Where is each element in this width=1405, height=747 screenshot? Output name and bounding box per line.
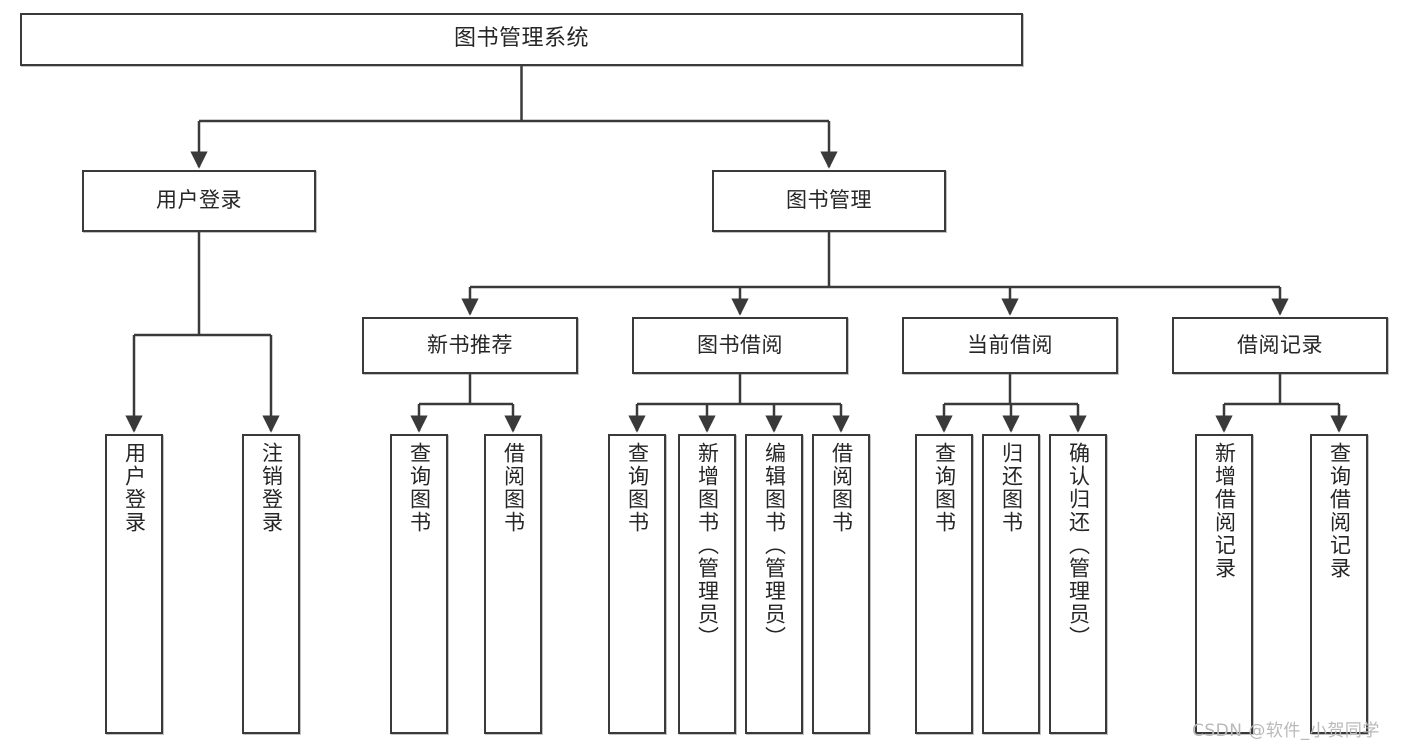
node-label: 确认归还（管理员）: [1066, 442, 1091, 649]
node-leaf-user-login[interactable]: 用户登录: [105, 434, 163, 734]
node-current-borrow[interactable]: 当前借阅: [902, 317, 1118, 374]
node-leaf-add-book[interactable]: 新增图书（管理员）: [678, 434, 736, 734]
node-leaf-query-book-2[interactable]: 查询图书: [608, 434, 666, 734]
node-leaf-edit-book[interactable]: 编辑图书（管理员）: [745, 434, 803, 734]
node-leaf-add-record[interactable]: 新增借阅记录: [1195, 434, 1253, 734]
node-leaf-return-book[interactable]: 归还图书: [982, 434, 1040, 734]
node-leaf-borrow-book-2[interactable]: 借阅图书: [812, 434, 870, 734]
node-label: 图书管理: [786, 188, 872, 213]
node-leaf-query-record[interactable]: 查询借阅记录: [1310, 434, 1368, 734]
node-leaf-logout[interactable]: 注销登录: [242, 434, 300, 734]
node-label: 用户登录: [156, 188, 242, 213]
node-label: 新增借阅记录: [1212, 442, 1237, 580]
node-label: 编辑图书（管理员）: [762, 442, 787, 649]
node-leaf-confirm-return[interactable]: 确认归还（管理员）: [1049, 434, 1107, 734]
node-label: 查询图书: [625, 442, 650, 534]
node-borrow-record[interactable]: 借阅记录: [1172, 317, 1388, 374]
node-label: 新书推荐: [427, 332, 513, 357]
node-user-login[interactable]: 用户登录: [82, 170, 316, 232]
node-label: 查询借阅记录: [1327, 442, 1352, 580]
node-label: 用户登录: [122, 442, 147, 534]
node-leaf-query-book-1[interactable]: 查询图书: [390, 434, 448, 734]
node-root[interactable]: 图书管理系统: [20, 13, 1023, 66]
csdn-watermark: CSDN @软件_小贺同学: [1192, 721, 1380, 741]
node-label: 归还图书: [999, 442, 1024, 534]
node-label: 新增图书（管理员）: [695, 442, 720, 649]
node-leaf-query-book-3[interactable]: 查询图书: [915, 434, 973, 734]
node-book-manage[interactable]: 图书管理: [712, 170, 946, 232]
node-label: 图书借阅: [697, 332, 783, 357]
node-label: 借阅图书: [829, 442, 854, 534]
node-label: 查询图书: [407, 442, 432, 534]
node-leaf-borrow-book-1[interactable]: 借阅图书: [484, 434, 542, 734]
node-book-borrow[interactable]: 图书借阅: [632, 317, 848, 374]
node-label: 借阅图书: [501, 442, 526, 534]
node-label: 查询图书: [932, 442, 957, 534]
node-label: 借阅记录: [1237, 332, 1323, 357]
node-label: 注销登录: [259, 442, 284, 534]
node-new-book-rec[interactable]: 新书推荐: [362, 317, 578, 374]
node-label: 图书管理系统: [453, 26, 589, 52]
node-label: 当前借阅: [967, 332, 1053, 357]
